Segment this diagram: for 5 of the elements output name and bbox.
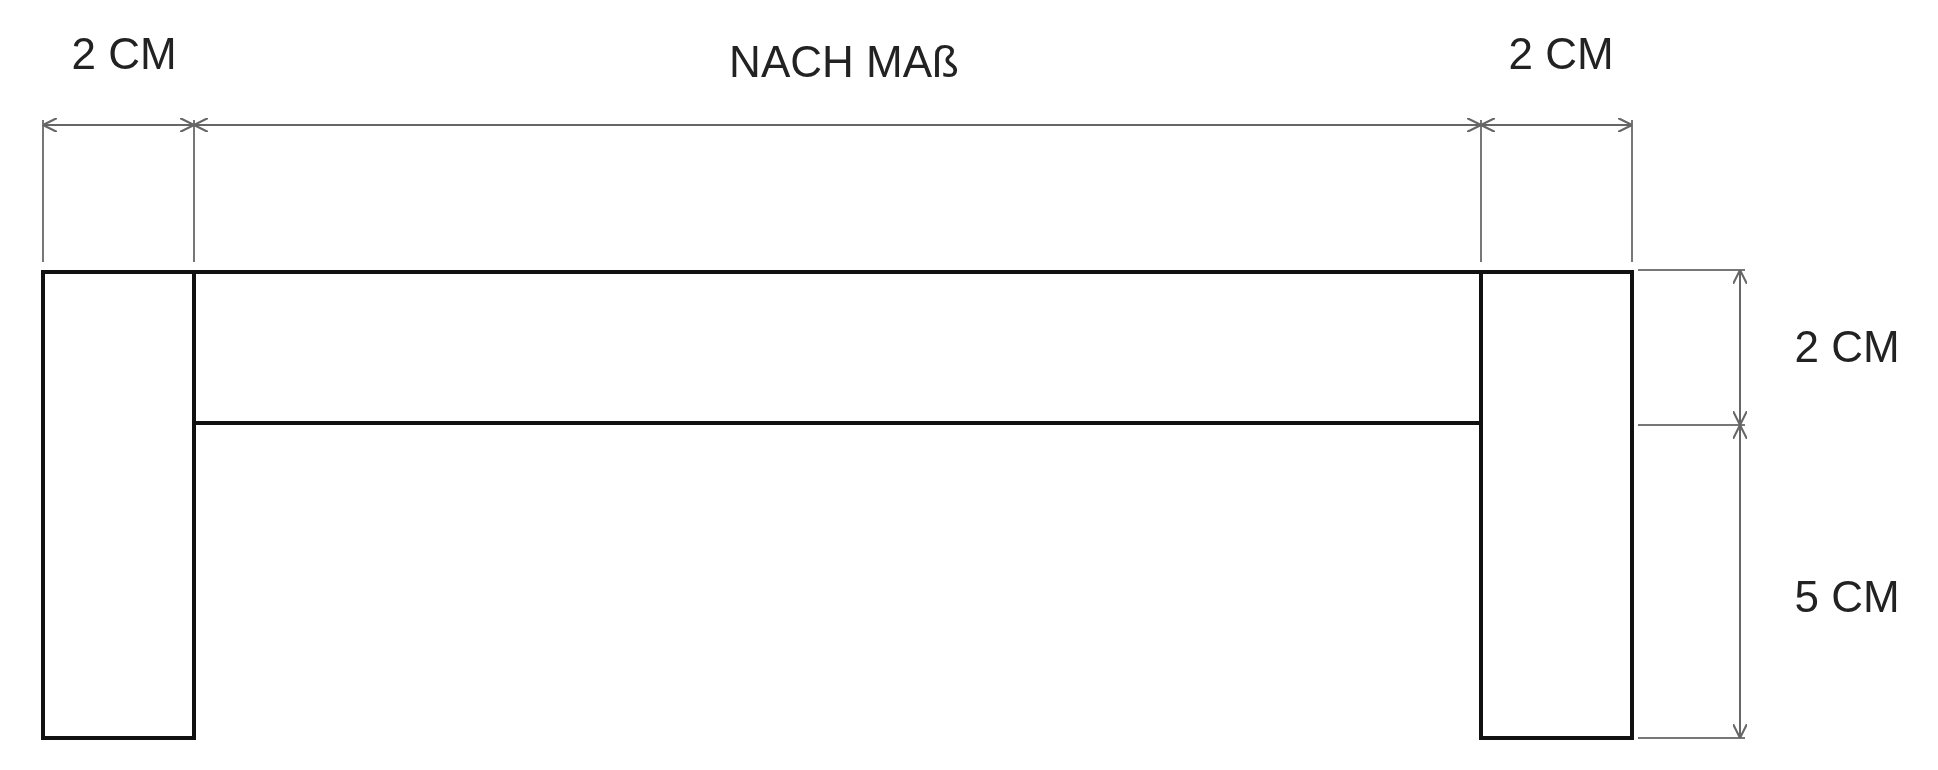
dimension-label: 5 CM xyxy=(1794,575,1900,619)
dimension-label: 2 CM xyxy=(1508,32,1614,76)
dimension-label: 2 CM xyxy=(1794,325,1900,369)
dimension-label: 2 CM xyxy=(71,32,177,76)
dimension-label: NACH MAß xyxy=(729,40,959,84)
